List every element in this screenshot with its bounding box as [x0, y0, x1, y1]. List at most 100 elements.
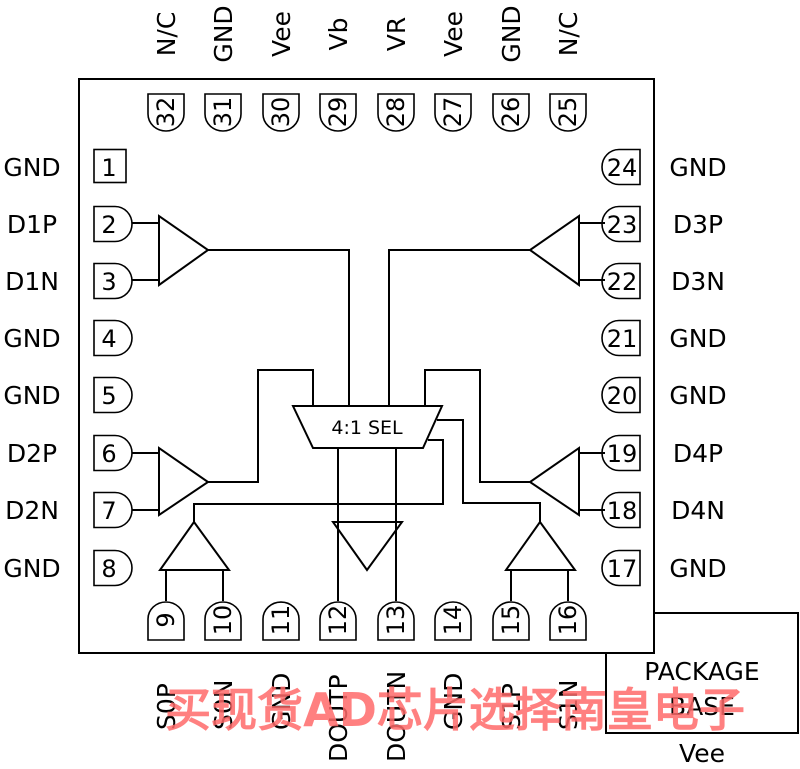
pin-label: D2P: [7, 439, 57, 468]
pin-label: D2N: [5, 496, 59, 525]
pin-pad: [492, 93, 530, 132]
pin-number: 16: [554, 605, 582, 636]
pin-31: 31 GND: [204, 5, 242, 132]
pin-pad: [549, 93, 587, 132]
pin-label: Vee: [267, 11, 296, 57]
pin-pad: [434, 93, 472, 132]
pin-25: 25 N/C: [549, 12, 587, 132]
pin-label: GND: [669, 324, 726, 353]
pin-pad: [601, 205, 641, 243]
pin-number: 10: [209, 605, 237, 636]
pin-number: 2: [101, 211, 116, 239]
pin-pad: [93, 549, 133, 587]
pin-label: D3P: [673, 210, 723, 239]
pin-number: 27: [439, 97, 467, 128]
pin-pad: [93, 262, 133, 300]
pin-label: GND: [669, 554, 726, 583]
pin-pad: [601, 376, 641, 414]
package-base-net: Vee: [679, 739, 725, 768]
pin-label: Vb: [324, 18, 353, 51]
pin-8: 8 GND: [3, 549, 133, 587]
pin-pad: [93, 148, 127, 184]
pin-label: D1P: [7, 210, 57, 239]
pin-pad: [601, 148, 641, 186]
pin-number: 4: [101, 325, 116, 353]
d1-input-amplifier: [132, 214, 350, 406]
pin-pad: [204, 93, 242, 132]
pin-number: 6: [101, 440, 116, 468]
pin-pad: [204, 601, 242, 641]
pin-number: 26: [497, 97, 525, 128]
pin-pad: [601, 319, 641, 357]
pin-number: 25: [554, 97, 582, 128]
pin-label: N/C: [554, 12, 583, 57]
pin-pad: [492, 601, 530, 641]
pin-label: DOUTP: [324, 674, 353, 762]
pin-label: GND: [669, 153, 726, 182]
pin-number: 7: [101, 497, 116, 525]
pin-number: 23: [607, 211, 638, 239]
pin-pad: [377, 601, 415, 641]
pin-number: 3: [101, 268, 116, 296]
mux-4to1-selector: 4:1 SEL: [291, 405, 444, 449]
pin-label: D1N: [5, 267, 59, 296]
pin-number: 18: [607, 497, 638, 525]
pin-number: 12: [324, 605, 352, 636]
pin-label: GND: [3, 554, 60, 583]
d3-input-amplifier: [388, 214, 605, 406]
pin-label: GND: [3, 324, 60, 353]
d2-input-amplifier: [132, 369, 314, 517]
watermark-text: 买现货AD芯片选择南皇电子: [165, 683, 745, 737]
pin-number: 22: [607, 268, 638, 296]
pin-number: 5: [101, 382, 116, 410]
pin-label: S1P: [497, 683, 526, 730]
pin-pad: [601, 262, 641, 300]
pin-number: 17: [607, 555, 638, 583]
pin-pad: [601, 491, 641, 529]
pin-label: GND: [439, 673, 468, 730]
pin-pad: [93, 205, 133, 243]
pin-number: 11: [267, 605, 295, 636]
pin-label: S1N: [554, 680, 583, 730]
pin-pad: [147, 93, 185, 132]
pin-pad: [549, 601, 587, 641]
pin-label: D4N: [671, 496, 725, 525]
pin-pad: [93, 491, 133, 529]
pin-32: 32N/C: [147, 12, 185, 132]
pin-pad: [93, 376, 133, 414]
pin-label: DOUTN: [382, 671, 411, 762]
pin-label: GND: [209, 5, 238, 62]
pin-label: S0P: [152, 683, 181, 730]
pin-7: 7 D2N: [5, 491, 133, 529]
d4-input-amplifier: [424, 369, 605, 517]
pin-number: 8: [101, 555, 116, 583]
pin-pad: [147, 601, 185, 641]
pin-number: 1: [101, 154, 116, 182]
pin-pad: [319, 601, 357, 641]
pin-number: 31: [209, 97, 237, 128]
pin-pad: [601, 434, 641, 472]
pin-number: 32: [152, 97, 180, 128]
pin-pad: [319, 93, 357, 132]
pin-label: VR: [382, 17, 411, 51]
pin-number: 29: [324, 97, 352, 128]
output-amplifier: [331, 448, 404, 601]
pin-number: 15: [497, 605, 525, 636]
mux-label: 4:1 SEL: [331, 417, 403, 439]
pin-23: 23 D3P: [601, 205, 723, 243]
